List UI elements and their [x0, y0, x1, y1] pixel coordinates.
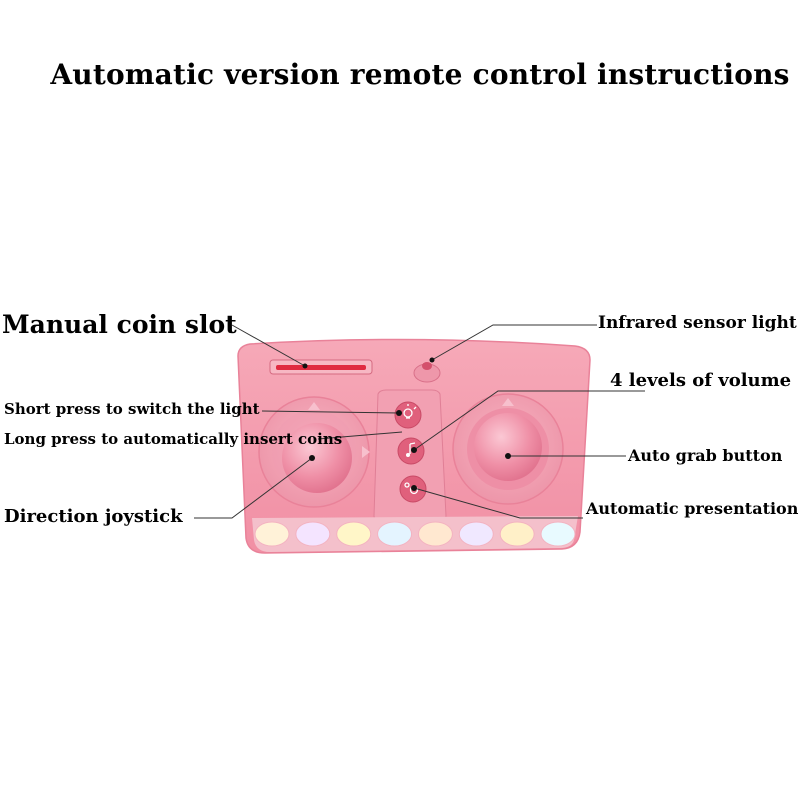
auto-grab-button[interactable] [452, 393, 564, 505]
direction-joystick[interactable] [258, 396, 370, 508]
coin-slot [269, 359, 373, 375]
lightbulb-icon [403, 404, 417, 419]
led-strip [252, 516, 578, 552]
label-manual-coin-slot: Manual coin slot [2, 310, 237, 339]
page-title: Automatic version remote control instruc… [50, 58, 790, 91]
volume-button[interactable] [397, 437, 425, 465]
leader-dots [302, 357, 511, 491]
label-infrared-sensor-light: Infrared sensor light [598, 313, 797, 333]
led-light [458, 521, 494, 547]
led-light [336, 521, 372, 547]
led-light [295, 521, 331, 547]
leader-lines [194, 324, 645, 519]
led-light [377, 521, 413, 547]
light-button[interactable] [394, 401, 422, 429]
label-long-press: Long press to automatically insert coins [4, 430, 343, 448]
label-auto-grab-button: Auto grab button [628, 446, 783, 465]
label-short-press: Short press to switch the light [4, 400, 260, 418]
led-light [499, 521, 535, 547]
led-light [540, 521, 576, 547]
label-automatic-presentation: Automatic presentation [586, 499, 799, 518]
infrared-sensor [413, 362, 441, 383]
label-direction-joystick: Direction joystick [4, 506, 183, 527]
led-light [254, 521, 290, 547]
music-note-icon [406, 442, 416, 457]
label-volume-levels: 4 levels of volume [610, 370, 792, 391]
led-light [417, 521, 453, 547]
